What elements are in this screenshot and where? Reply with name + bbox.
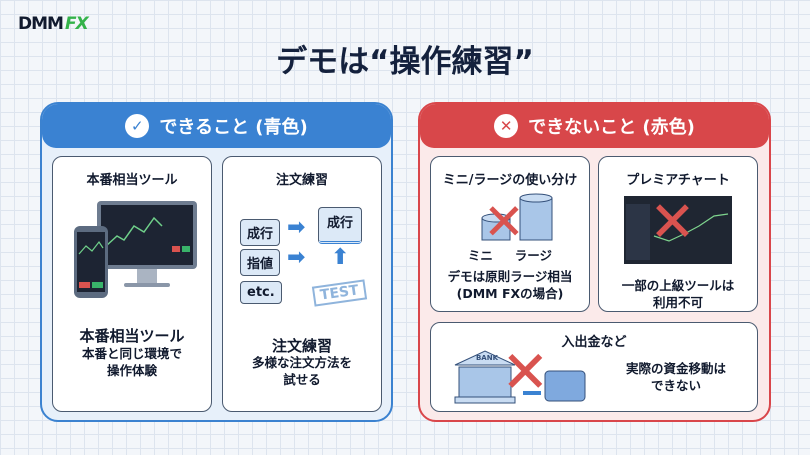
card-deposit-withdraw: 入出金など BANK ✕ 実際の資金移動は できない bbox=[430, 322, 758, 412]
x-mark-icon: ✕ bbox=[501, 338, 550, 406]
page-title: デモは“操作練習” bbox=[276, 44, 534, 80]
order-type-limit: 指値 bbox=[240, 249, 281, 276]
card-desc-line2: できない bbox=[650, 377, 701, 393]
can-header-label: できること (青色) bbox=[159, 117, 308, 138]
monitor-phone-icon bbox=[74, 201, 197, 298]
cannot-header: ✕ できないこと (赤色) bbox=[420, 104, 769, 148]
order-type-market: 成行 bbox=[240, 219, 281, 246]
card-title: 本番相当ツール bbox=[86, 173, 178, 188]
card-real-tools: 本番相当ツール 本番相当ツール 本番と同じ環境で 操作体験 bbox=[52, 156, 212, 412]
coin-stacks-icon bbox=[481, 193, 553, 241]
check-circle-icon: ✓ bbox=[125, 114, 150, 138]
can-panel: ✓ できること (青色) 本番相当ツール 本番相当ツール 本番と同じ環境で 操作体… bbox=[40, 102, 393, 422]
chart-screen-icon bbox=[624, 196, 732, 264]
logo-fx: FX bbox=[64, 14, 89, 34]
card-title: プレミアチャート bbox=[626, 173, 730, 188]
card-heading: 注文練習 bbox=[271, 337, 332, 355]
logo-dmm: DMM bbox=[18, 14, 64, 34]
card-title: 注文練習 bbox=[275, 173, 328, 188]
cannot-panel: ✕ できないこと (赤色) ミニ/ラージの使い分け ✕ ミニ ラージ デモは原則ラー… bbox=[418, 102, 771, 422]
card-title: ミニ/ラージの使い分け bbox=[442, 173, 578, 188]
arrow-right-icon: ➡ bbox=[287, 245, 306, 270]
x-mark-icon: ✕ bbox=[483, 193, 525, 251]
card-desc-line1: 多様な注文方法を bbox=[251, 355, 352, 370]
card-premium-chart: プレミアチャート ✕ 一部の上級ツールは 利用不可 bbox=[598, 156, 758, 312]
label-mini: ミニ bbox=[467, 248, 493, 263]
order-type-etc: etc. bbox=[240, 281, 282, 304]
bank-wallet-icon bbox=[454, 350, 586, 404]
card-desc-line2: 利用不可 bbox=[652, 294, 703, 310]
card-desc-line2: 試せる bbox=[283, 371, 321, 387]
label-large: ラージ bbox=[514, 248, 553, 263]
arrow-right-icon: ➡ bbox=[287, 215, 306, 240]
x-mark-icon: ✕ bbox=[649, 190, 696, 255]
card-desc-line2: 操作体験 bbox=[106, 362, 157, 378]
card-desc-line1: デモは原則ラージ相当 bbox=[447, 268, 573, 284]
card-desc-line1: 一部の上級ツールは bbox=[621, 278, 735, 293]
card-desc-line2: (DMM FXの場合) bbox=[456, 285, 564, 301]
x-circle-icon: ✕ bbox=[494, 114, 519, 138]
card-desc-line1: 本番と同じ環境で bbox=[81, 346, 182, 361]
arrow-up-icon: ⬆ bbox=[331, 245, 350, 270]
card-mini-large: ミニ/ラージの使い分け ✕ ミニ ラージ デモは原則ラージ相当 (DMM FXの場… bbox=[430, 156, 590, 312]
bank-label: BANK bbox=[475, 354, 499, 362]
card-desc-line1: 実際の資金移動は bbox=[625, 361, 726, 376]
order-result: 成行 bbox=[318, 207, 363, 244]
card-title: 入出金など bbox=[561, 335, 627, 350]
cannot-header-label: できないこと (赤色) bbox=[528, 117, 695, 138]
test-stamp: TEST bbox=[311, 279, 367, 307]
card-heading: 本番相当ツール bbox=[79, 327, 185, 345]
can-header: ✓ できること (青色) bbox=[42, 104, 391, 148]
card-order-practice: 注文練習 成行 指値 etc. ➡ ➡ ⬆ 成行 TEST 注文練習 多様な注文… bbox=[222, 156, 382, 412]
